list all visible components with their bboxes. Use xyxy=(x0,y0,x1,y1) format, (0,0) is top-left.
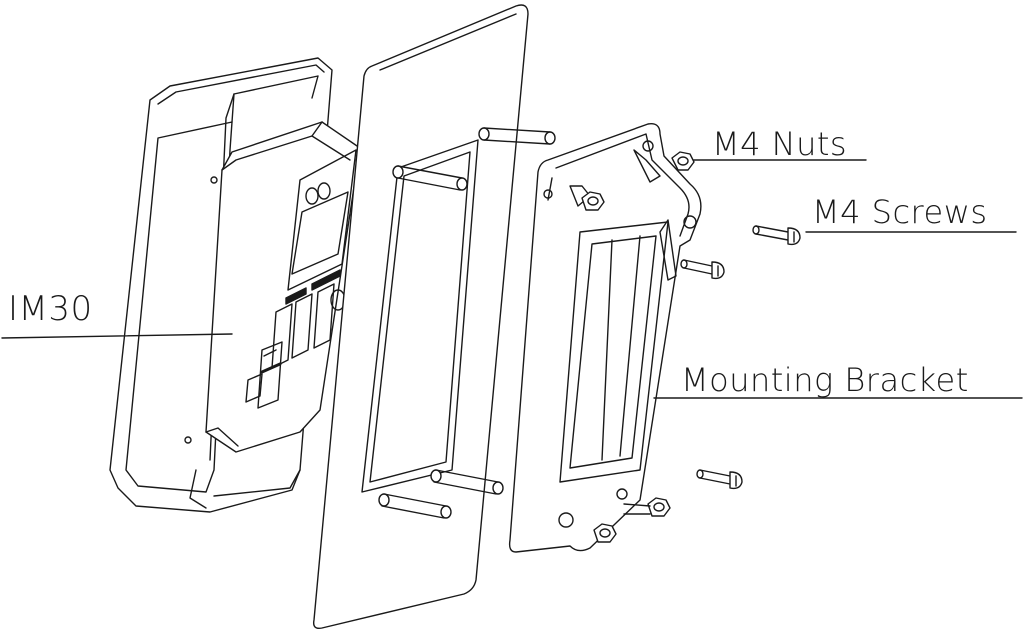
m4-nut-upper-left xyxy=(582,192,604,210)
m4-screw-bottom xyxy=(697,470,742,488)
m4-screw-top xyxy=(753,226,800,244)
m4-nut-lower-right xyxy=(624,498,670,516)
label-m4-screws: M4 Screws xyxy=(812,193,988,231)
leader-line-im30 xyxy=(2,334,232,338)
backing-plate xyxy=(314,5,555,628)
label-m4-nuts: M4 Nuts xyxy=(712,125,848,163)
label-im30: IM30 xyxy=(8,289,93,329)
label-mounting-bracket: Mounting Bracket xyxy=(681,361,969,399)
m4-screw-middle xyxy=(681,260,724,278)
m4-nut-top xyxy=(672,152,694,170)
im30-device xyxy=(110,58,360,512)
mounting-bracket xyxy=(510,124,701,552)
m4-nut-lower-left xyxy=(594,524,616,542)
